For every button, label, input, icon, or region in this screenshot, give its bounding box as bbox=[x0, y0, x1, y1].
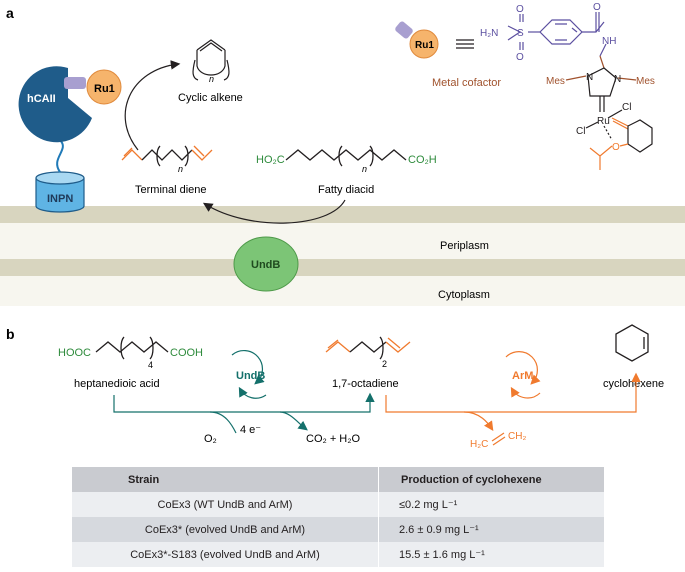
table-row: CoEx3*-S183 (evolved UndB and ArM) 15.5 … bbox=[72, 542, 604, 567]
cooh-group: COOH bbox=[170, 347, 203, 359]
cytoplasm-region bbox=[0, 276, 685, 306]
table-row: CoEx3 (WT UndB and ArM) ≤0.2 mg L⁻¹ bbox=[72, 492, 604, 517]
periplasm-label: Periplasm bbox=[440, 240, 489, 252]
mes-right: Mes bbox=[636, 76, 655, 87]
electrons-label: 4 e⁻ bbox=[240, 424, 261, 436]
arm-cycle-label: ArM bbox=[512, 370, 533, 382]
panel-a-label: a bbox=[6, 5, 14, 21]
heptanedioic-acid-structure bbox=[95, 336, 169, 360]
strain-cell: CoEx3*-S183 (evolved UndB and ArM) bbox=[72, 542, 379, 567]
products-label: CO₂ + H₂O bbox=[306, 433, 361, 445]
legend-ru1 bbox=[409, 29, 439, 59]
panel-a-diagram: a Periplasm Cytoplasm INPN hCAII Ru1 n C… bbox=[0, 2, 685, 306]
strain-cell: CoEx3* (evolved UndB and ArM) bbox=[72, 517, 379, 542]
equivalence-sign bbox=[456, 39, 474, 49]
arm-conversion-arrow bbox=[385, 372, 641, 413]
table-row: CoEx3* (evolved UndB and ArM) 2.6 ± 0.9 … bbox=[72, 517, 604, 542]
rcm-arrow bbox=[124, 60, 181, 151]
strain-header: Strain bbox=[72, 467, 379, 492]
panel-b-diagram: b HOOC COOH 4 heptanedioic acid UndB 2 1… bbox=[6, 324, 664, 450]
arm-cycle-arrow-2 bbox=[510, 386, 541, 399]
cyclic-alkene-structure bbox=[192, 39, 230, 81]
cytoplasm-label: Cytoplasm bbox=[438, 289, 490, 301]
heptanedioic-subscript: 4 bbox=[148, 360, 153, 370]
ru1-cofactor bbox=[86, 69, 122, 105]
nitrogen-right: N bbox=[614, 74, 621, 85]
strain-production-table: Strain Production of cyclohexene CoEx3 (… bbox=[72, 467, 604, 567]
undb-cycle-arrow bbox=[231, 349, 265, 385]
metal-cofactor-label: Metal cofactor bbox=[432, 77, 501, 89]
cyclic-alkene-label: Cyclic alkene bbox=[178, 92, 243, 104]
fatty-diacid-structure bbox=[285, 145, 407, 167]
ruthenium-atom: Ru bbox=[597, 116, 610, 127]
oxygen-bottom: O bbox=[516, 52, 524, 63]
undb-cycle-arrow-2 bbox=[238, 386, 267, 399]
sulfonamide-linker bbox=[64, 77, 86, 89]
diacid-n: n bbox=[362, 164, 367, 174]
undb-label: UndB bbox=[251, 259, 280, 271]
legend-ru1-label: Ru1 bbox=[415, 40, 434, 51]
fatty-diacid-label: Fatty diacid bbox=[318, 184, 374, 196]
arm-cycle-arrow bbox=[505, 351, 541, 385]
co2-branch bbox=[279, 411, 308, 431]
hooc-group: HOOC bbox=[58, 347, 91, 359]
protein-linker bbox=[56, 139, 64, 173]
sulfur-atom: S bbox=[517, 28, 524, 39]
ho2c-group: HO₂C bbox=[256, 154, 285, 166]
octadiene-subscript: 2 bbox=[382, 359, 387, 369]
strain-cell: CoEx3 (WT UndB and ArM) bbox=[72, 492, 379, 517]
undb-cycle-label: UndB bbox=[236, 370, 265, 382]
o2-branch bbox=[209, 411, 237, 434]
undb-arrow bbox=[202, 199, 346, 224]
h2c-label: H₂C bbox=[470, 439, 488, 450]
mes-left: Mes bbox=[546, 76, 565, 87]
co2h-group: CO₂H bbox=[408, 154, 437, 166]
inpn-label: INPN bbox=[47, 193, 73, 205]
octadiene-label: 1,7-octadiene bbox=[332, 378, 399, 390]
diene-n: n bbox=[178, 164, 183, 174]
cyclohexene-structure bbox=[615, 324, 649, 362]
production-cell: 15.5 ± 1.6 mg L⁻¹ bbox=[378, 542, 604, 567]
ch2-label: CH₂ bbox=[508, 431, 526, 442]
production-cell: ≤0.2 mg L⁻¹ bbox=[378, 492, 604, 517]
hcaii-protein: hCAII bbox=[18, 66, 93, 143]
heptanedioic-acid-label: heptanedioic acid bbox=[74, 378, 160, 390]
ru1-label: Ru1 bbox=[94, 83, 115, 95]
legend-linker bbox=[395, 21, 413, 39]
cyclohexene-label: cyclohexene bbox=[603, 378, 664, 390]
ether-oxygen: O bbox=[612, 142, 620, 153]
chloride-top: Cl bbox=[622, 102, 631, 113]
cofactor-structure bbox=[507, 12, 653, 170]
chloride-bottom: Cl bbox=[576, 126, 585, 137]
table-header-row: Strain Production of cyclohexene bbox=[72, 467, 604, 492]
amide-nh: NH bbox=[602, 36, 616, 47]
h2n-group: H₂N bbox=[480, 28, 498, 39]
carbonyl-oxygen: O bbox=[593, 2, 601, 13]
production-header: Production of cyclohexene bbox=[378, 467, 604, 492]
outer-membrane bbox=[0, 206, 685, 223]
periplasm-region bbox=[0, 223, 685, 259]
hcaii-label: hCAII bbox=[27, 93, 56, 105]
undb-conversion-arrow bbox=[113, 392, 375, 413]
panel-b-label: b bbox=[6, 326, 15, 342]
inpn-anchor: INPN bbox=[35, 171, 85, 213]
ethylene-branch bbox=[463, 411, 494, 431]
oxygen-top: O bbox=[516, 4, 524, 15]
cyclic-n: n bbox=[209, 74, 214, 84]
nitrogen-left: N bbox=[586, 72, 593, 83]
terminal-diene-label: Terminal diene bbox=[135, 184, 207, 196]
ethylene-double-bond bbox=[491, 432, 506, 446]
terminal-diene-structure bbox=[121, 145, 213, 167]
octadiene-structure bbox=[325, 336, 411, 360]
inner-membrane bbox=[0, 259, 685, 276]
undb-enzyme bbox=[233, 236, 299, 292]
production-cell: 2.6 ± 0.9 mg L⁻¹ bbox=[378, 517, 604, 542]
o2-label: O₂ bbox=[204, 433, 217, 445]
